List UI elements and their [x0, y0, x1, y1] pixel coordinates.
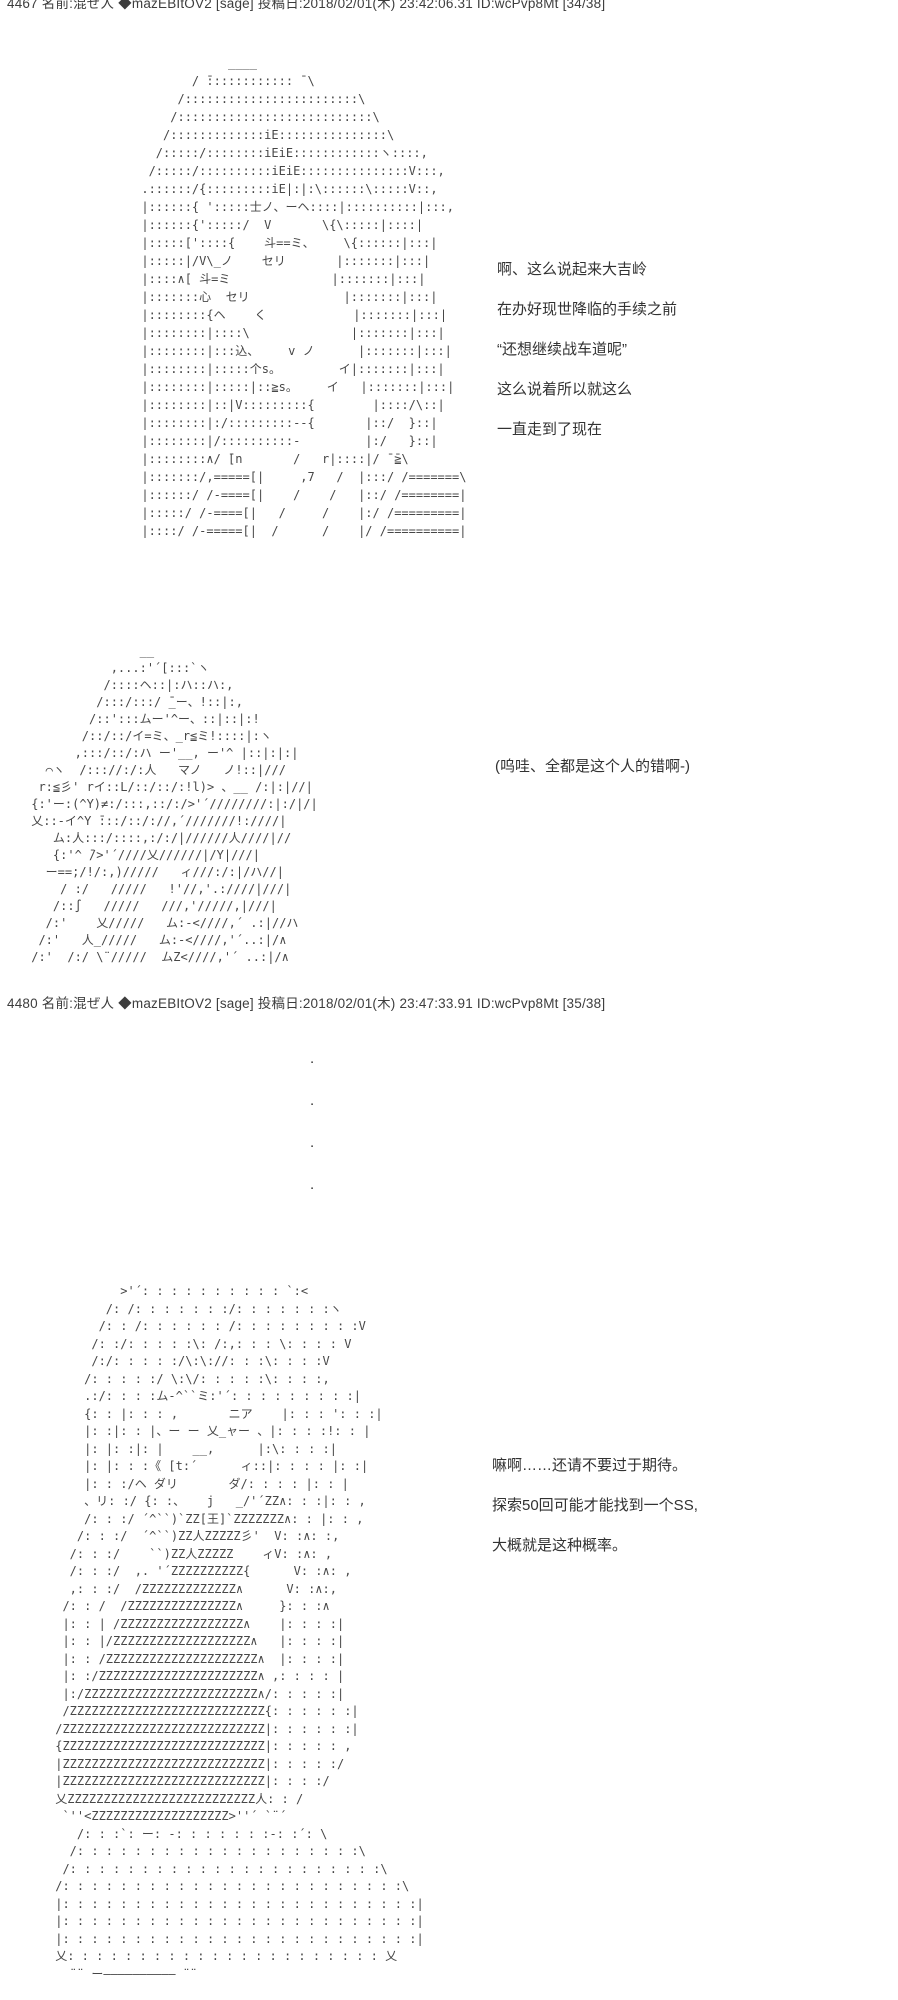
dialogue-aside: (呜哇、全都是这个人的错啊-): [495, 758, 690, 775]
ascii-art-character-1: ____ / ̄:::::::::::: ̄ \ /::::::::::::::…: [141, 56, 467, 538]
dialogue-line: 一直走到了现在: [497, 421, 603, 438]
dot: .: [310, 1092, 315, 1109]
dialogue-line: 嘛啊……还请不要过于期待。: [492, 1457, 688, 1474]
dialogue-line: 啊、这么说起来大吉岭: [497, 261, 648, 278]
post-header-1: 4467 名前:混ぜ人 ◆mazEBItOV2 [sage] 投稿日:2018/…: [7, 0, 606, 11]
ascii-art-character-2: __ ,...:'´[:::`ヽ /::::ヘ::|:ハ::ハ:, /:::/:…: [31, 644, 318, 964]
post-header-2: 4480 名前:混ぜ人 ◆mazEBItOV2 [sage] 投稿日:2018/…: [7, 996, 606, 1011]
dialogue-block-3: 嘛啊……还请不要过于期待。 探索50回可能才能找到一个SS, 大概就是这种概率。: [492, 1446, 698, 1566]
dialogue-line: 大概就是这种概率。: [492, 1537, 628, 1554]
ellipsis-dots: . . . .: [310, 1038, 314, 1206]
dot: .: [310, 1134, 315, 1151]
dialogue-line: “还想继续战车道呢”: [497, 341, 627, 358]
dialogue-line: 探索50回可能才能找到一个SS,: [492, 1497, 698, 1514]
ascii-art-character-3: >'´: : : : : : : : : : `:< /: /: : : : :…: [55, 1284, 424, 1981]
dot: .: [310, 1176, 315, 1193]
dialogue-block-1: 啊、这么说起来大吉岭 在办好现世降临的手续之前 “还想继续战车道呢” 这么说着所…: [497, 250, 677, 450]
dot: .: [310, 1050, 315, 1067]
dialogue-line: 这么说着所以就这么: [497, 381, 633, 398]
dialogue-line: 在办好现世降临的手续之前: [497, 301, 678, 318]
